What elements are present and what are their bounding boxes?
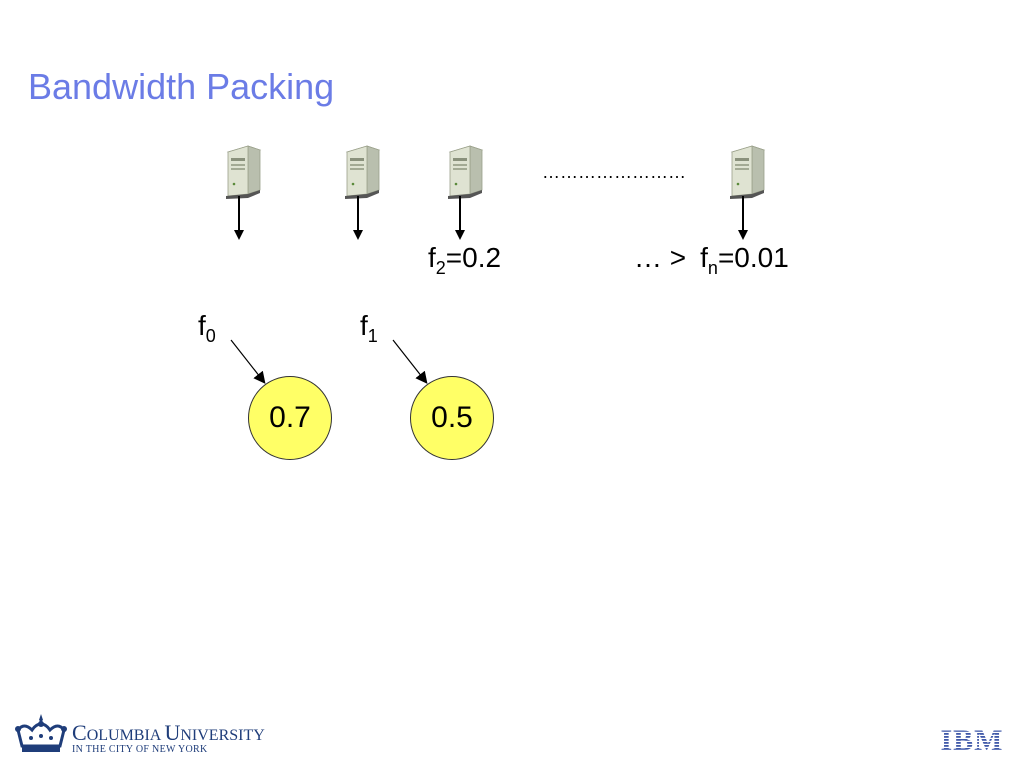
bin-circle: 0.7 [248,376,332,460]
ellipsis-dots: …………………… [542,162,686,182]
columbia-subtitle: IN THE CITY OF NEW YORK [72,744,208,755]
flow-label-fn: … >fn=0.01 [634,242,789,278]
connector-f1 [392,339,428,384]
columbia-wordmark: COLUMBIA UNIVERSITY [72,720,265,745]
flow-label-f0: f0 [198,310,216,346]
connector-f0 [230,339,266,384]
columbia-university-logo: COLUMBIA UNIVERSITY IN THE CITY OF NEW Y… [14,712,304,758]
crown-icon [15,714,67,752]
flow-label-f2: f2=0.2 [428,242,502,278]
server-icon [448,145,484,199]
down-arrow-icon [455,196,465,240]
server-icon [730,145,766,199]
down-arrow-icon [738,196,748,240]
flow-label-f1: f1 [360,310,378,346]
slide-title: Bandwidth Packing [28,66,335,107]
ibm-logo: IBM [941,724,1004,754]
server-icon [345,145,381,199]
server-icon [226,145,262,199]
down-arrow-icon [234,196,244,240]
bin-circle: 0.5 [410,376,494,460]
down-arrow-icon [353,196,363,240]
ibm-wordmark: IBM [941,724,1004,754]
